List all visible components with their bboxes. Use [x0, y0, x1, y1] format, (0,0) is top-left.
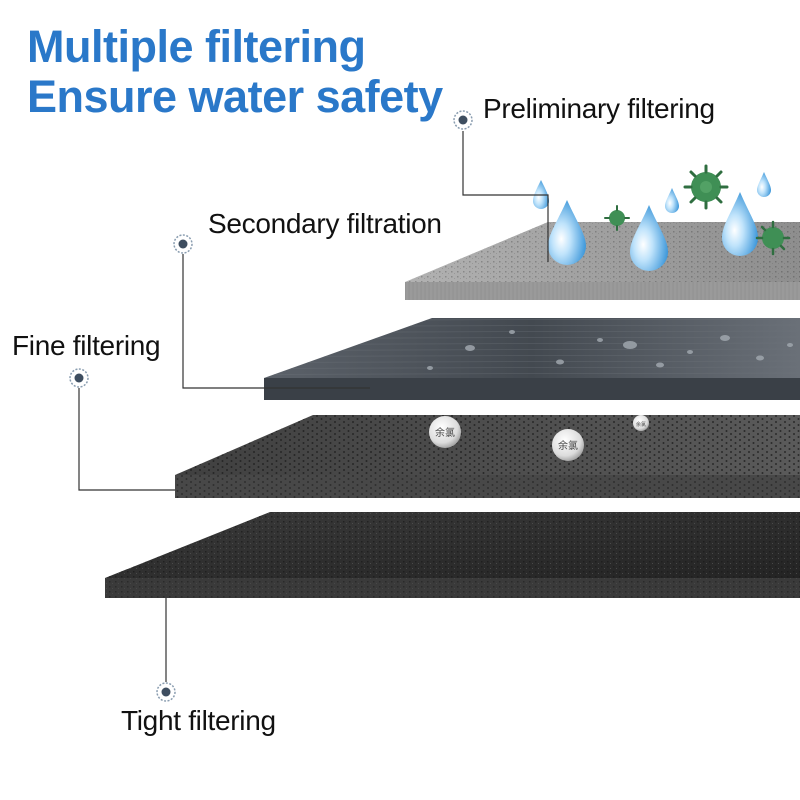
headline-line-1: Multiple filtering [27, 21, 366, 72]
target-marker-icon [453, 110, 473, 130]
water-droplet-icon [722, 192, 758, 256]
water-droplet-icon [757, 172, 771, 197]
bacteria [604, 164, 791, 256]
bacteria-icon [755, 220, 791, 256]
fine-leader-line [78, 388, 175, 491]
headline: Multiple filtering Ensure water safety [27, 22, 443, 122]
chlorine-badge: 余氯 [633, 415, 649, 431]
water-droplets [533, 172, 771, 271]
fine-filter-layer: 余氯 余氯 余氯 [175, 415, 800, 498]
preliminary-filtering-label: Preliminary filtering [483, 93, 715, 124]
headline-line-2: Ensure water safety [27, 71, 443, 122]
preliminary-leader-line [462, 131, 549, 262]
chlorine-badge-label: 余氯 [558, 439, 578, 452]
chlorine-badge-label: 余氯 [636, 421, 646, 428]
chlorine-badge-label: 余氯 [435, 426, 455, 439]
tight-filter-layer [105, 512, 800, 598]
chlorine-badge: 余氯 [552, 429, 584, 461]
preliminary-filter-layer [405, 222, 800, 300]
secondary-filter-layer [264, 318, 800, 400]
target-marker-icon [69, 368, 89, 388]
bacteria-icon [683, 164, 729, 210]
secondary-leader-line [182, 254, 370, 389]
fine-filtering-label: Fine filtering [12, 330, 161, 361]
bacteria-icon [604, 205, 630, 231]
target-marker-icon [156, 682, 176, 702]
secondary-filtration-label: Secondary filtration [208, 208, 442, 239]
target-marker-icon [173, 234, 193, 254]
water-droplet-icon [548, 200, 586, 265]
water-droplet-icon [665, 188, 679, 213]
water-droplet-icon [630, 205, 668, 271]
tight-filtering-label: Tight filtering [121, 705, 276, 736]
chlorine-badge: 余氯 [429, 416, 461, 448]
